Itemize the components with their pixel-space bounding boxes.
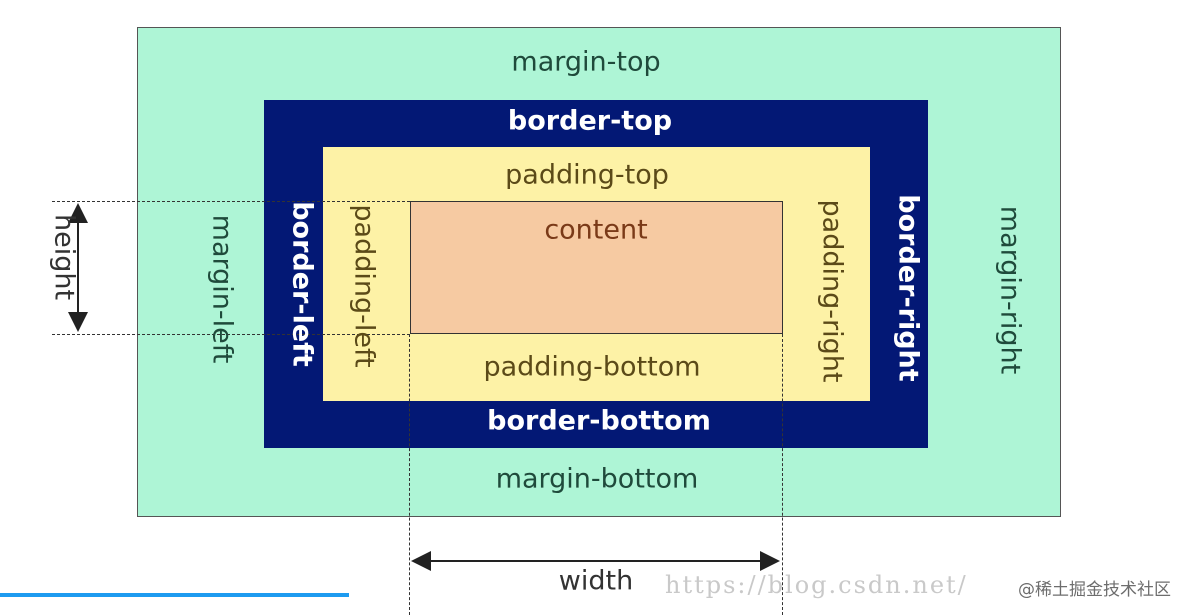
padding-left-label: padding-left [348, 204, 380, 368]
margin-right-label: margin-right [994, 205, 1026, 375]
margin-left-label: margin-left [206, 214, 238, 364]
border-right-label: border-right [892, 194, 924, 382]
border-bottom-label: border-bottom [487, 405, 711, 437]
content-label: content [544, 214, 648, 246]
height-label: height [48, 213, 80, 301]
margin-bottom-label: margin-bottom [495, 463, 699, 495]
height-guide-bottom [52, 334, 410, 335]
border-top-label: border-top [507, 105, 673, 137]
padding-top-label: padding-top [505, 159, 669, 191]
padding-bottom-label: padding-bottom [483, 351, 701, 383]
content-area [410, 201, 783, 334]
watermark-badge: @稀土掘金技术社区 [1018, 580, 1171, 600]
progress-bar [0, 593, 349, 597]
border-left-label: border-left [286, 201, 318, 367]
width-label: width [558, 565, 634, 597]
margin-top-label: margin-top [511, 46, 661, 78]
padding-right-label: padding-right [816, 199, 848, 383]
watermark-url: https://blog.csdn.net/ [665, 571, 968, 599]
width-guide-left [409, 334, 410, 615]
height-guide-top [52, 201, 410, 202]
width-guide-right [782, 334, 783, 615]
